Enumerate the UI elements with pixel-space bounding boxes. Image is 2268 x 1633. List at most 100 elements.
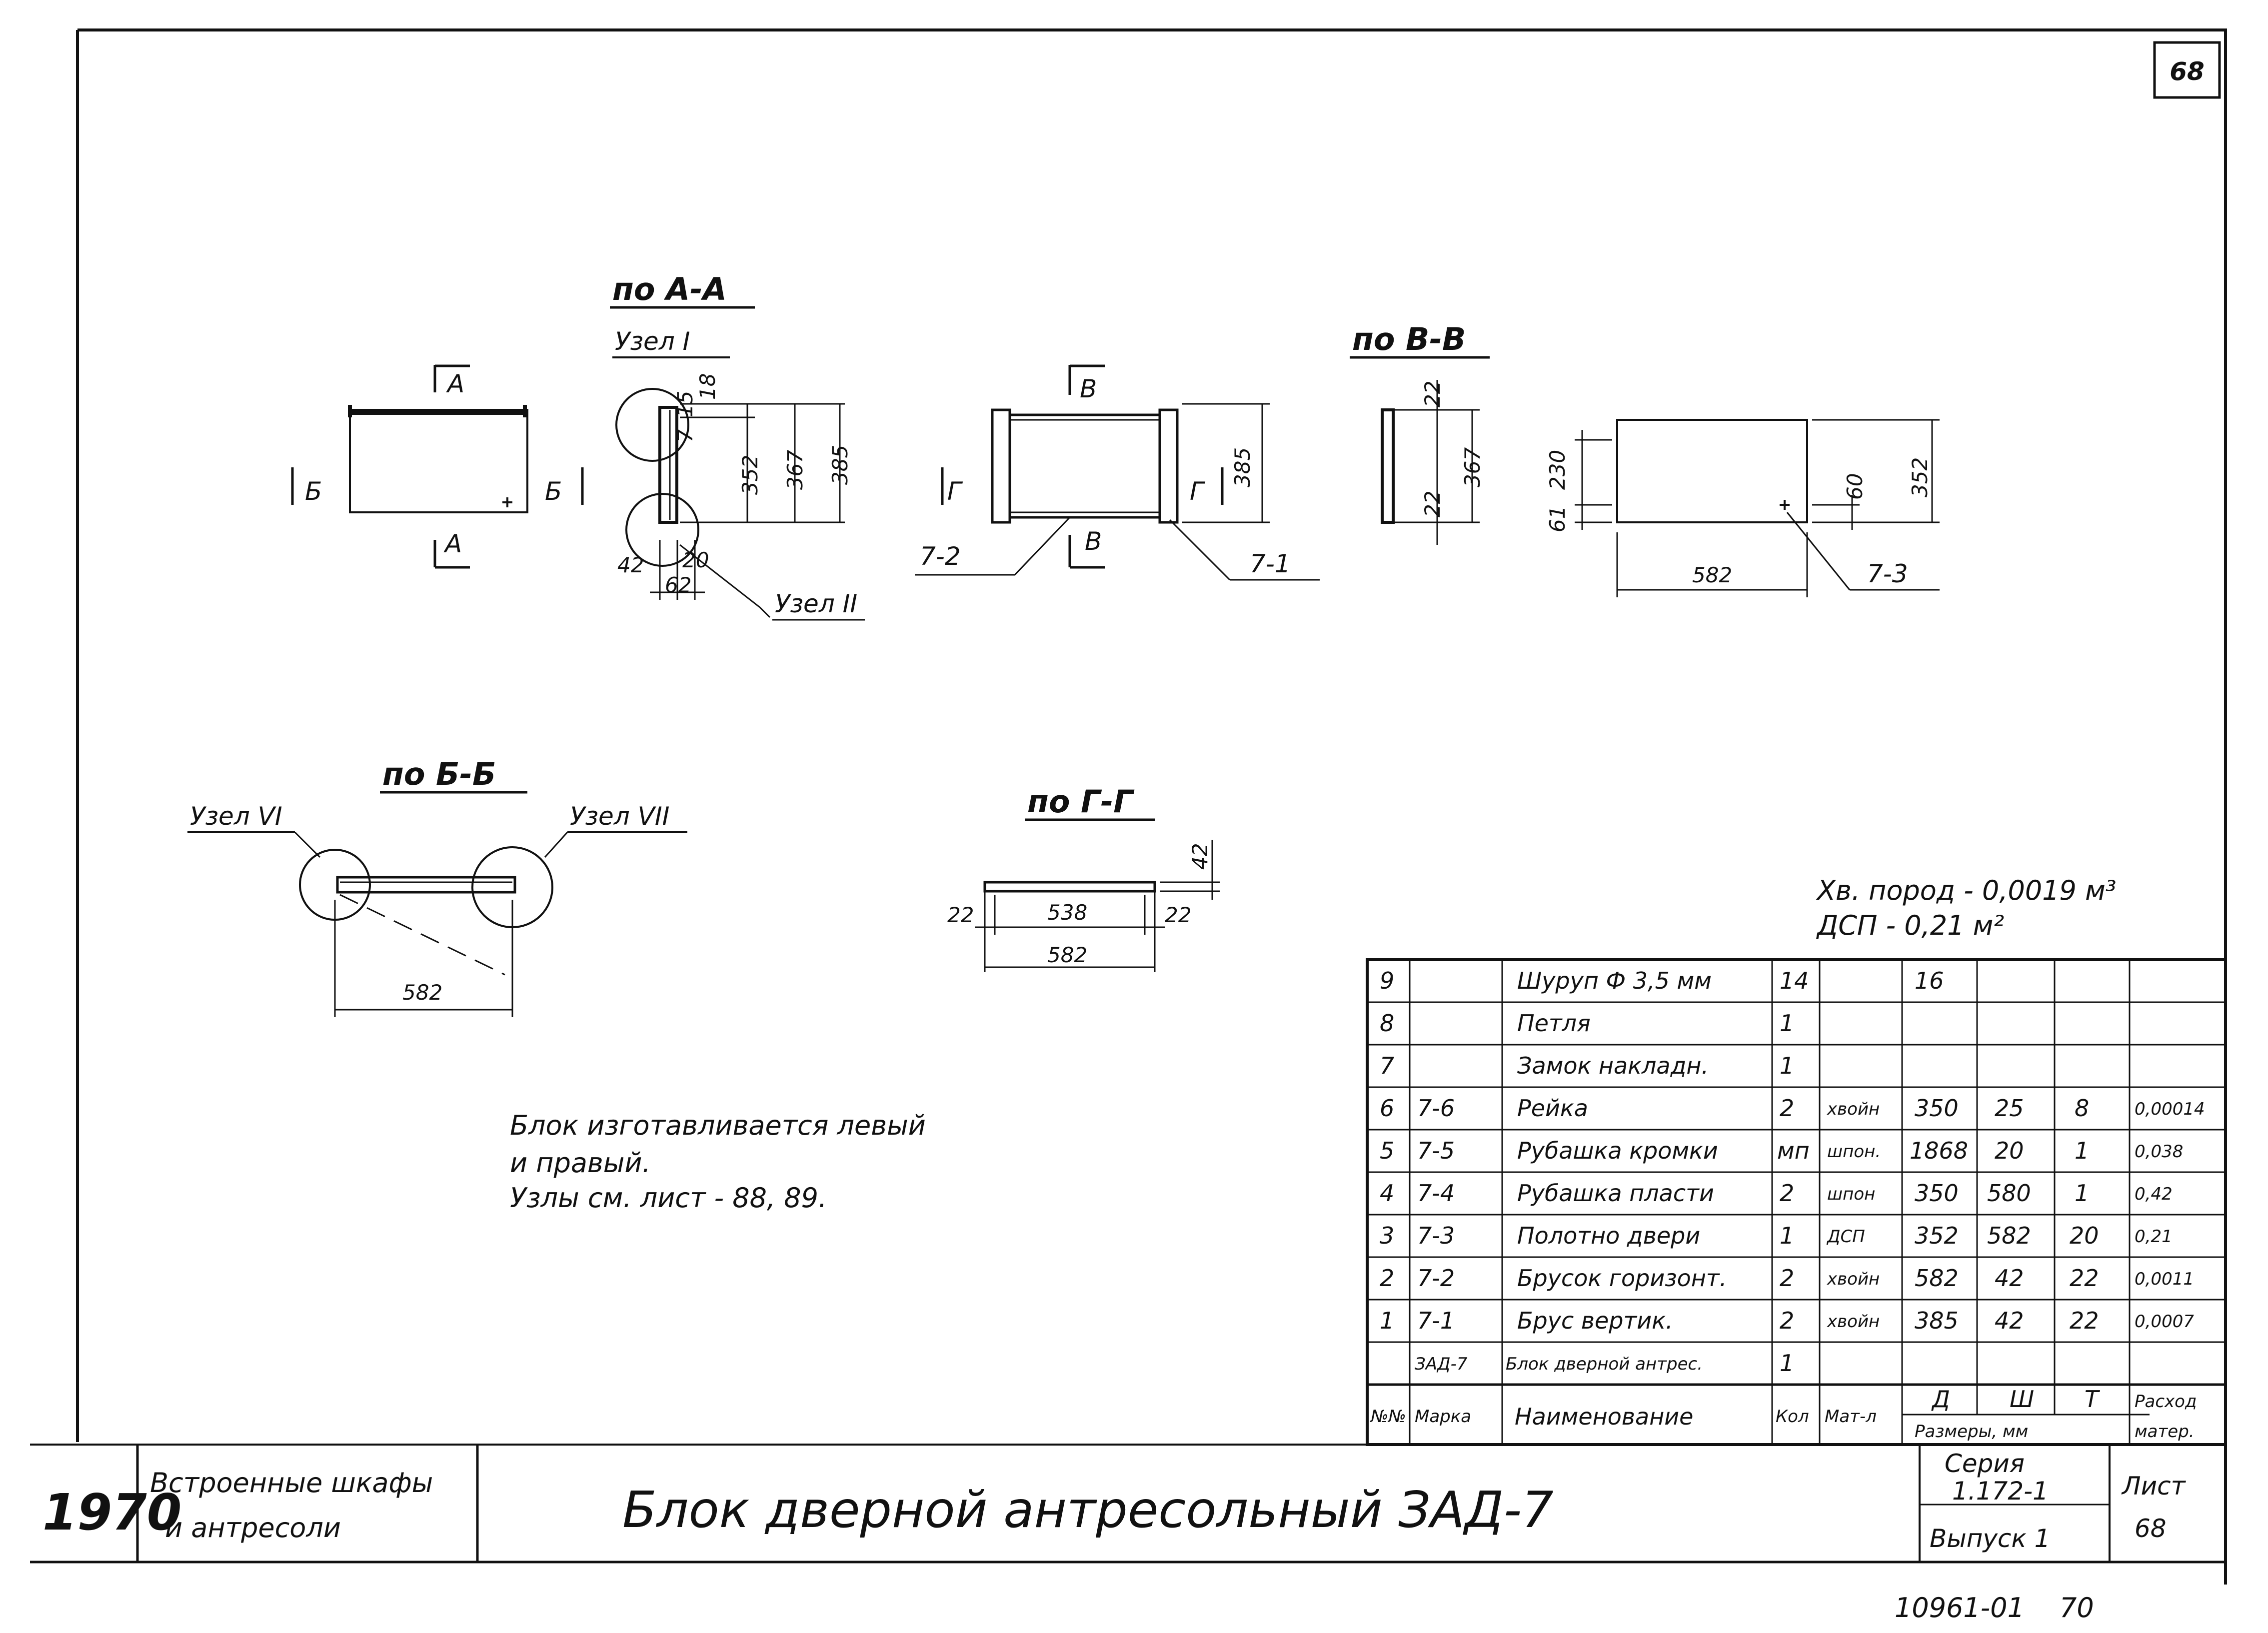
cell-usage: 0,00014 xyxy=(2135,1099,2205,1119)
cell-qty: 1 xyxy=(1780,1052,1794,1079)
cell-usage: 0,42 xyxy=(2135,1184,2173,1204)
cell-material: хвойн xyxy=(1827,1099,1880,1119)
cell-thickness: 1 xyxy=(2075,1137,2089,1164)
dim-aa-20: 20 xyxy=(682,548,709,572)
cell-usage: 0,0011 xyxy=(2135,1269,2194,1289)
table-row: 3 7-3 Полотно двери 1 ДСП 352 582 20 0,2… xyxy=(1380,1222,2173,1249)
table-row: 2 7-2 Брусок горизонт. 2 хвойн 582 42 22… xyxy=(1380,1265,2194,1292)
cell-name: Петля xyxy=(1517,1010,1591,1037)
elevation-mark-a-top: A xyxy=(446,369,464,398)
sheet-number: 68 xyxy=(2170,57,2205,86)
cell-qty: 14 xyxy=(1780,967,1809,994)
cell-mark: 7-4 xyxy=(1417,1180,1455,1207)
frame-view xyxy=(915,364,1320,581)
cell-no: 7 xyxy=(1380,1052,1394,1079)
dim-aa-18: 18 xyxy=(695,373,720,400)
series-label: Серия xyxy=(1945,1449,2025,1478)
dim-aa-7: 7 xyxy=(673,429,697,442)
total-particleboard: ДСП - 0,21 м² xyxy=(1816,910,2004,941)
table-row: 1 7-1 Брус вертик. 2 хвойн 385 42 22 0,0… xyxy=(1380,1307,2194,1334)
frame-mark-v-bottom: В xyxy=(1085,527,1102,556)
cell-width: 580 xyxy=(1987,1180,2031,1207)
header-name: Наименование xyxy=(1515,1403,1693,1430)
cell-name: Брус вертик. xyxy=(1517,1307,1673,1334)
cell-mark: 7-2 xyxy=(1417,1265,1455,1292)
section-vv-title: по В-В xyxy=(1352,321,1466,357)
header-no: №№ xyxy=(1370,1407,1406,1427)
section-aa-node-1: Узел I xyxy=(615,327,690,356)
cell-length: 352 xyxy=(1915,1222,1959,1249)
cell-qty: 2 xyxy=(1780,1180,1794,1207)
issue: Выпуск 1 xyxy=(1930,1524,2050,1553)
cell-material: хвойн xyxy=(1827,1269,1880,1289)
section-aa-node-2: Узел II xyxy=(775,589,857,618)
inventory-number: 10961-01 xyxy=(1895,1592,2025,1624)
header-usage-2: матер. xyxy=(2135,1422,2195,1442)
cell-mark: 7-3 xyxy=(1417,1222,1455,1249)
header-material: Мат-л xyxy=(1825,1407,1877,1427)
spec-table-rows: 9 Шуруп Ф 3,5 мм 14 16 8 Петля 1 7 Зам xyxy=(1370,967,2205,1442)
header-qty: Кол xyxy=(1776,1407,1809,1427)
frame-mark-v-top: В xyxy=(1080,374,1097,403)
section-aa-title: по А-А xyxy=(612,271,727,307)
section-bb xyxy=(187,791,687,1017)
header-width: Ш xyxy=(2010,1386,2034,1413)
total-softwood: Хв. пород - 0,0019 м³ xyxy=(1816,875,2116,906)
dim-gg-582: 582 xyxy=(1047,943,1087,967)
frame-mark-g-right: Г xyxy=(1190,477,1206,506)
sheet-value: 68 xyxy=(2135,1514,2167,1543)
section-bb-node-6: Узел VI xyxy=(190,802,282,831)
year: 1970 xyxy=(42,1483,181,1542)
series-number: 1.172-1 xyxy=(1952,1477,2049,1506)
cell-length: 350 xyxy=(1915,1095,1959,1122)
cell-qty: 2 xyxy=(1780,1307,1794,1334)
cell-no: 4 xyxy=(1380,1180,1394,1207)
sheet-label: Лист xyxy=(2121,1472,2187,1501)
page-number: 70 xyxy=(2060,1592,2094,1624)
cell-no: 9 xyxy=(1380,967,1394,994)
cell-qty: 2 xyxy=(1780,1095,1794,1122)
cell-length: 582 xyxy=(1915,1265,1959,1292)
cell-width: 20 xyxy=(1995,1137,2024,1164)
table-row: 8 Петля 1 xyxy=(1380,1010,1794,1037)
panel-view xyxy=(1575,419,1940,597)
dim-aa-62: 62 xyxy=(665,573,691,597)
table-row: ЗАД-7 Блок дверной антрес. 1 xyxy=(1415,1350,1794,1377)
drawing-title: Блок дверной антресольный ЗАД-7 xyxy=(622,1481,1554,1539)
cell-qty: 2 xyxy=(1780,1265,1794,1292)
notes: Блок изготавливается левый и правый. Узл… xyxy=(510,1110,926,1214)
header-usage-1: Расход xyxy=(2135,1392,2197,1412)
section-gg-title: по Г-Г xyxy=(1027,783,1135,820)
table-row: 6 7-6 Рейка 2 хвойн 350 25 8 0,00014 xyxy=(1380,1095,2205,1122)
dim-panel-230: 230 xyxy=(1545,450,1570,490)
dim-vv-22b: 22 xyxy=(1420,491,1445,517)
cell-length: 1868 xyxy=(1910,1137,1968,1164)
cell-width: 42 xyxy=(1995,1265,2024,1292)
section-gg xyxy=(975,818,1220,972)
note-line-1: Блок изготавливается левый xyxy=(510,1110,926,1141)
cell-length: 350 xyxy=(1915,1180,1959,1207)
cell-no: 2 xyxy=(1380,1265,1394,1292)
dim-frame-385: 385 xyxy=(1230,447,1255,487)
cell-usage: 0,21 xyxy=(2135,1227,2173,1247)
dim-vv-22a: 22 xyxy=(1420,381,1445,407)
cell-material: шпон xyxy=(1827,1184,1875,1204)
cell-material: шпон. xyxy=(1827,1142,1881,1162)
dim-aa-42: 42 xyxy=(617,553,644,577)
note-line-2: и правый. xyxy=(510,1147,651,1179)
cell-mark: 7-5 xyxy=(1417,1137,1455,1164)
table-row: 7 Замок накладн. 1 xyxy=(1380,1052,1794,1079)
header-sizes: Размеры, мм xyxy=(1915,1422,2028,1442)
subject-line-2: и антресоли xyxy=(165,1512,341,1544)
subject-line-1: Встроенные шкафы xyxy=(150,1467,433,1499)
cell-width: 582 xyxy=(1987,1222,2031,1249)
cell-name: Блок дверной антрес. xyxy=(1506,1354,1703,1374)
cell-thickness: 8 xyxy=(2075,1095,2089,1122)
cell-length: 385 xyxy=(1915,1307,1959,1334)
cell-thickness: 20 xyxy=(2070,1222,2099,1249)
dim-gg-538: 538 xyxy=(1047,900,1087,925)
dim-aa-15: 15 xyxy=(673,391,697,417)
dim-aa-367: 367 xyxy=(783,450,807,490)
cell-mark: 7-1 xyxy=(1417,1307,1455,1334)
